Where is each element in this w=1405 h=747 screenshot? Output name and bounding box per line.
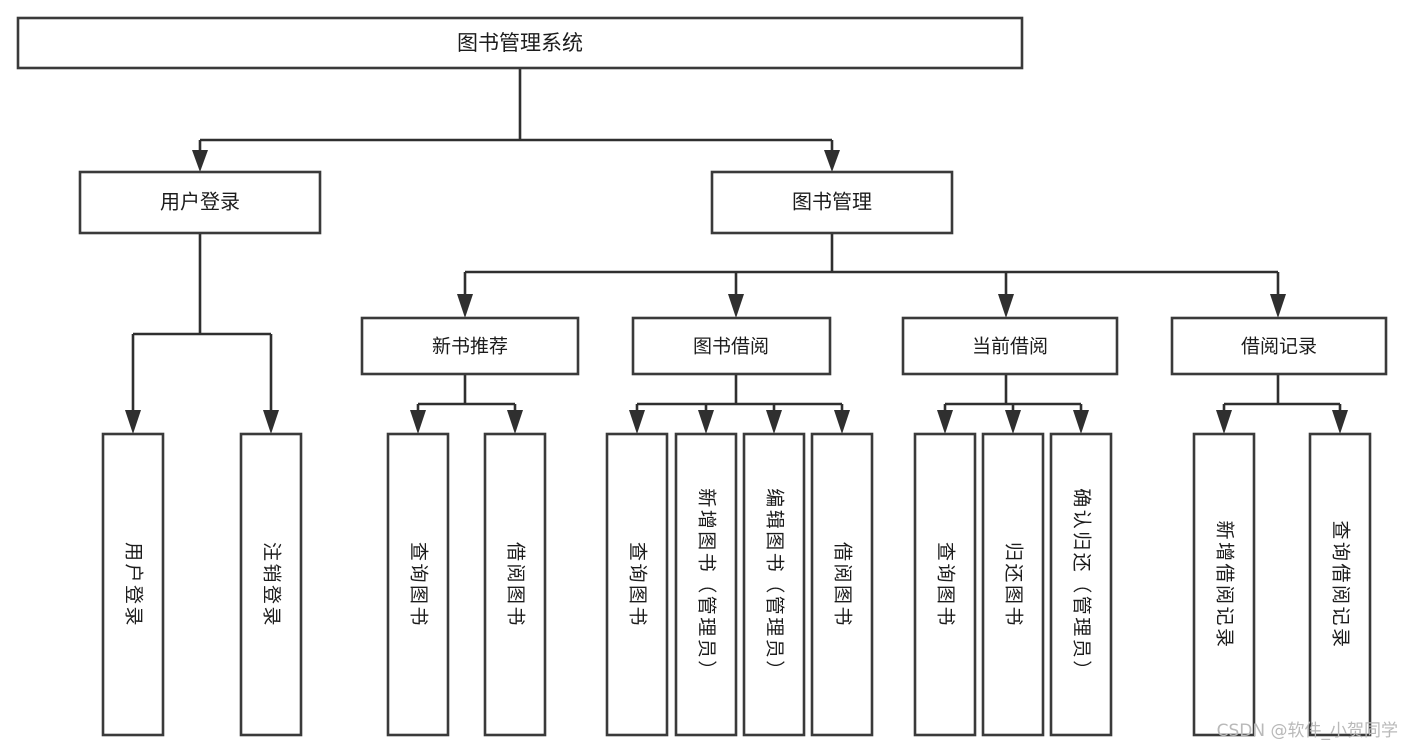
node-leaf-query-book-3[interactable]: 查询图书 — [913, 432, 977, 737]
node-book-manage[interactable]: 图书管理 — [710, 170, 954, 235]
node-root-label: 图书管理系统 — [457, 31, 583, 55]
node-book-borrow-label: 图书借阅 — [693, 336, 769, 358]
node-leaf-add-record-box[interactable] — [1192, 432, 1256, 737]
node-user-login[interactable]: 用户登录 — [78, 170, 322, 235]
node-current-borrow-label: 当前借阅 — [972, 336, 1048, 358]
arrow-book-borrow-leaf-1 — [629, 410, 645, 434]
node-leaf-return-book[interactable]: 归还图书 — [981, 432, 1045, 737]
edges-layer — [125, 68, 1348, 434]
node-borrow-record-label: 借阅记录 — [1241, 336, 1317, 358]
node-leaf-query-record[interactable]: 查询借阅记录 — [1308, 432, 1372, 737]
arrow-root-to-user-login — [192, 150, 208, 172]
arrow-user-login-leaf-1 — [125, 410, 141, 434]
node-root[interactable]: 图书管理系统 — [16, 16, 1024, 70]
node-leaf-user-login[interactable]: 用户登录 — [101, 432, 165, 737]
node-leaf-borrow-book-1[interactable]: 借阅图书 — [483, 432, 547, 737]
arrow-current-borrow-leaf-2 — [1005, 410, 1021, 434]
node-leaf-user-login-box[interactable] — [101, 432, 165, 737]
node-leaf-return-book-label: 归还图书 — [1003, 542, 1025, 628]
node-book-manage-box[interactable] — [710, 170, 954, 235]
node-leaf-edit-book-label: 编辑图书（管理员） — [764, 488, 786, 682]
node-user-login-label: 用户登录 — [160, 190, 240, 214]
node-leaf-borrow-book-2-box[interactable] — [810, 432, 874, 737]
node-leaf-confirm-return-box[interactable] — [1049, 432, 1113, 737]
arrow-user-login-leaf-2 — [263, 410, 279, 434]
node-leaf-query-book-2-label: 查询图书 — [627, 542, 649, 628]
node-current-borrow[interactable]: 当前借阅 — [901, 316, 1119, 376]
node-leaf-query-book-3-box[interactable] — [913, 432, 977, 737]
node-leaf-user-logout[interactable]: 注销登录 — [239, 432, 303, 737]
node-leaf-query-record-box[interactable] — [1308, 432, 1372, 737]
node-leaf-query-book-2[interactable]: 查询图书 — [605, 432, 669, 737]
node-book-borrow-box[interactable] — [631, 316, 832, 376]
arrow-book-borrow-leaf-3 — [766, 410, 782, 434]
node-leaf-query-book-2-box[interactable] — [605, 432, 669, 737]
node-leaf-user-logout-box[interactable] — [239, 432, 303, 737]
node-new-book-recommend[interactable]: 新书推荐 — [360, 316, 580, 376]
arrow-borrow-record-leaf-2 — [1332, 410, 1348, 434]
node-leaf-borrow-book-2-label: 借阅图书 — [832, 542, 854, 628]
arrow-book-manage-to-new-book-recommend — [457, 294, 473, 318]
node-leaf-query-book-1-box[interactable] — [386, 432, 450, 737]
node-leaf-user-login-label: 用户登录 — [123, 542, 145, 628]
node-leaf-borrow-book-2[interactable]: 借阅图书 — [810, 432, 874, 737]
node-leaf-edit-book[interactable]: 编辑图书（管理员） — [742, 432, 806, 737]
node-leaf-query-record-label: 查询借阅记录 — [1330, 520, 1352, 649]
node-new-book-recommend-box[interactable] — [360, 316, 580, 376]
node-leaf-confirm-return[interactable]: 确认归还（管理员） — [1049, 432, 1113, 737]
csdn-watermark: CSDN @软件_小贺同学 — [1217, 721, 1398, 741]
arrow-book-borrow-leaf-4 — [834, 410, 850, 434]
arrow-borrow-record-leaf-1 — [1216, 410, 1232, 434]
arrow-book-manage-to-borrow-record — [1270, 294, 1286, 318]
arrow-new-book-recommend-leaf-2 — [507, 410, 523, 434]
node-book-manage-label: 图书管理 — [792, 190, 872, 214]
node-leaf-confirm-return-label: 确认归还（管理员） — [1071, 488, 1093, 682]
arrow-current-borrow-leaf-1 — [937, 410, 953, 434]
node-leaf-query-book-3-label: 查询图书 — [935, 542, 957, 628]
node-leaf-query-book-1-label: 查询图书 — [408, 542, 430, 628]
node-leaf-edit-book-box[interactable] — [742, 432, 806, 737]
node-leaf-add-book-box[interactable] — [674, 432, 738, 737]
arrow-new-book-recommend-leaf-1 — [410, 410, 426, 434]
node-book-borrow[interactable]: 图书借阅 — [631, 316, 832, 376]
arrow-current-borrow-leaf-3 — [1073, 410, 1089, 434]
node-leaf-borrow-book-1-box[interactable] — [483, 432, 547, 737]
node-leaf-add-book[interactable]: 新增图书（管理员） — [674, 432, 738, 737]
node-user-login-box[interactable] — [78, 170, 322, 235]
node-new-book-recommend-label: 新书推荐 — [432, 336, 508, 358]
node-borrow-record[interactable]: 借阅记录 — [1170, 316, 1388, 376]
node-leaf-return-book-box[interactable] — [981, 432, 1045, 737]
node-leaf-query-book-1[interactable]: 查询图书 — [386, 432, 450, 737]
arrow-root-to-book-manage — [824, 150, 840, 172]
node-leaf-add-record-label: 新增借阅记录 — [1214, 520, 1236, 649]
arrow-book-manage-to-book-borrow — [728, 294, 744, 318]
arrow-book-borrow-leaf-2 — [698, 410, 714, 434]
arrow-book-manage-to-current-borrow — [998, 294, 1014, 318]
node-borrow-record-box[interactable] — [1170, 316, 1388, 376]
node-leaf-borrow-book-1-label: 借阅图书 — [505, 542, 527, 628]
node-current-borrow-box[interactable] — [901, 316, 1119, 376]
node-leaf-add-book-label: 新增图书（管理员） — [696, 488, 718, 682]
node-root-box[interactable] — [16, 16, 1024, 70]
node-leaf-add-record[interactable]: 新增借阅记录 — [1192, 432, 1256, 737]
node-leaf-user-logout-label: 注销登录 — [261, 542, 283, 628]
